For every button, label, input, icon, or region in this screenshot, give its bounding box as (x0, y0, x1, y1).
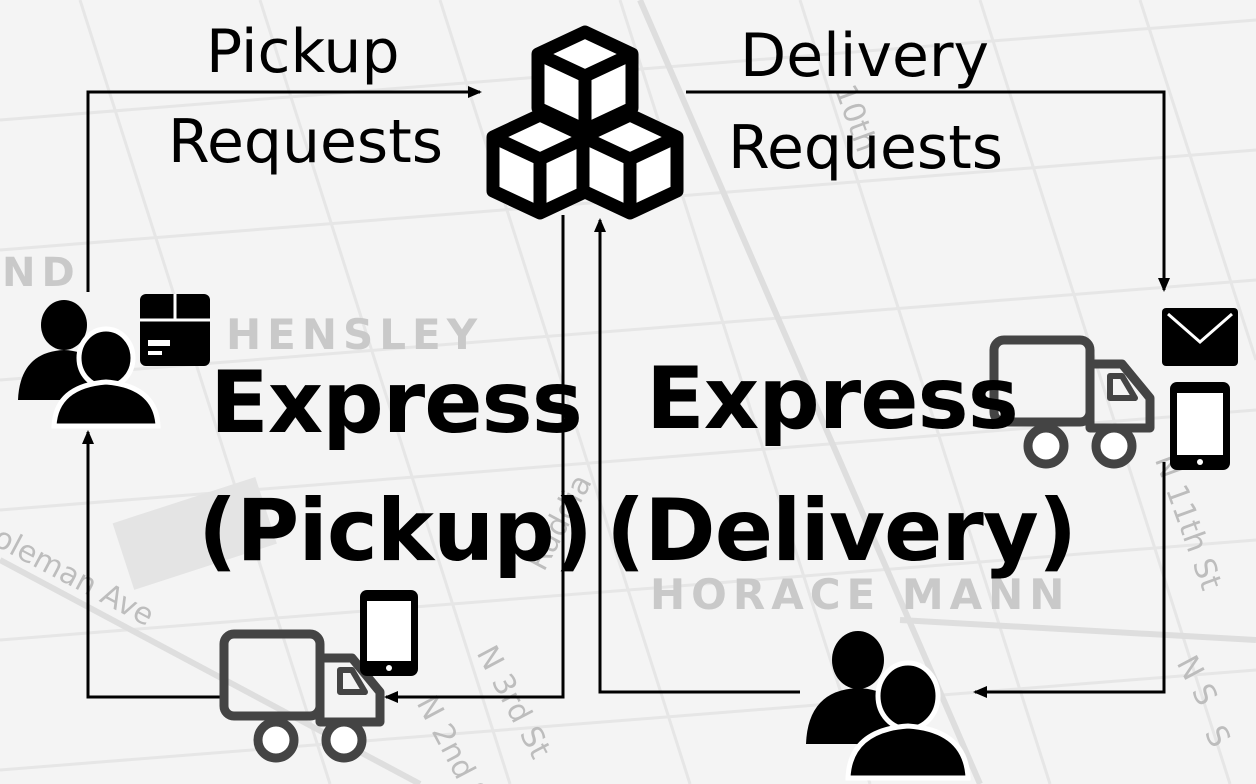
smartphone-icon (1170, 382, 1230, 470)
arrow-recipient-to-hub (594, 218, 800, 694)
arrow-pickup-requests (86, 86, 482, 292)
arrow-dispatch-delivery (973, 462, 1166, 698)
delivery-requests-label-line2: Requests (728, 113, 1003, 183)
map-label-horace-mann: HORACE MANN (650, 570, 1071, 619)
express-pickup-subtitle: (Pickup) (198, 481, 593, 581)
truck-icon (989, 335, 1155, 469)
envelope-icon (1162, 308, 1238, 366)
pickup-requests-label-line2: Requests (168, 107, 443, 177)
express-delivery-subtitle: (Delivery) (606, 481, 1077, 581)
pickup-requests-label-line1: Pickup (206, 17, 400, 87)
express-delivery-title: Express (646, 349, 1019, 449)
map-label-nd: ND (2, 250, 81, 296)
package-icon (140, 294, 210, 366)
truck-icon (219, 629, 385, 763)
express-pickup-title: Express (210, 353, 583, 453)
boxes-hub-icon (486, 25, 684, 220)
arrow-delivery-requests (686, 90, 1170, 292)
arrow-truck-to-sender (82, 430, 222, 699)
arrow-dispatch-pickup (384, 215, 565, 703)
delivery-requests-label-line1: Delivery (740, 21, 990, 91)
map-label-hensley: HENSLEY (226, 310, 484, 359)
sender-users-icon (18, 300, 161, 429)
smartphone-icon (360, 590, 418, 676)
recipient-users-icon (806, 631, 971, 781)
